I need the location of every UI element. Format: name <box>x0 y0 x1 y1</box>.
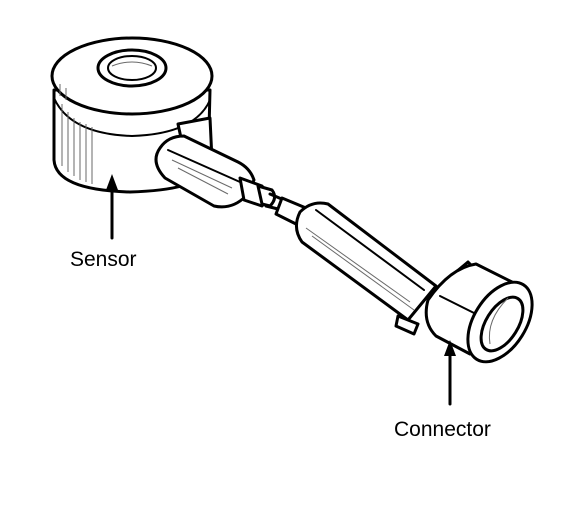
connector-label: Connector <box>394 418 491 441</box>
connector-callout: Connector <box>394 340 491 441</box>
sensor-label: Sensor <box>70 248 137 271</box>
sensor-arrowhead <box>106 174 118 190</box>
connector-arrowhead <box>444 340 456 356</box>
sensor-cable-boot <box>154 116 286 212</box>
connector-body <box>274 196 534 364</box>
sensor-callout: Sensor <box>70 174 137 271</box>
sensor-body <box>50 36 214 194</box>
